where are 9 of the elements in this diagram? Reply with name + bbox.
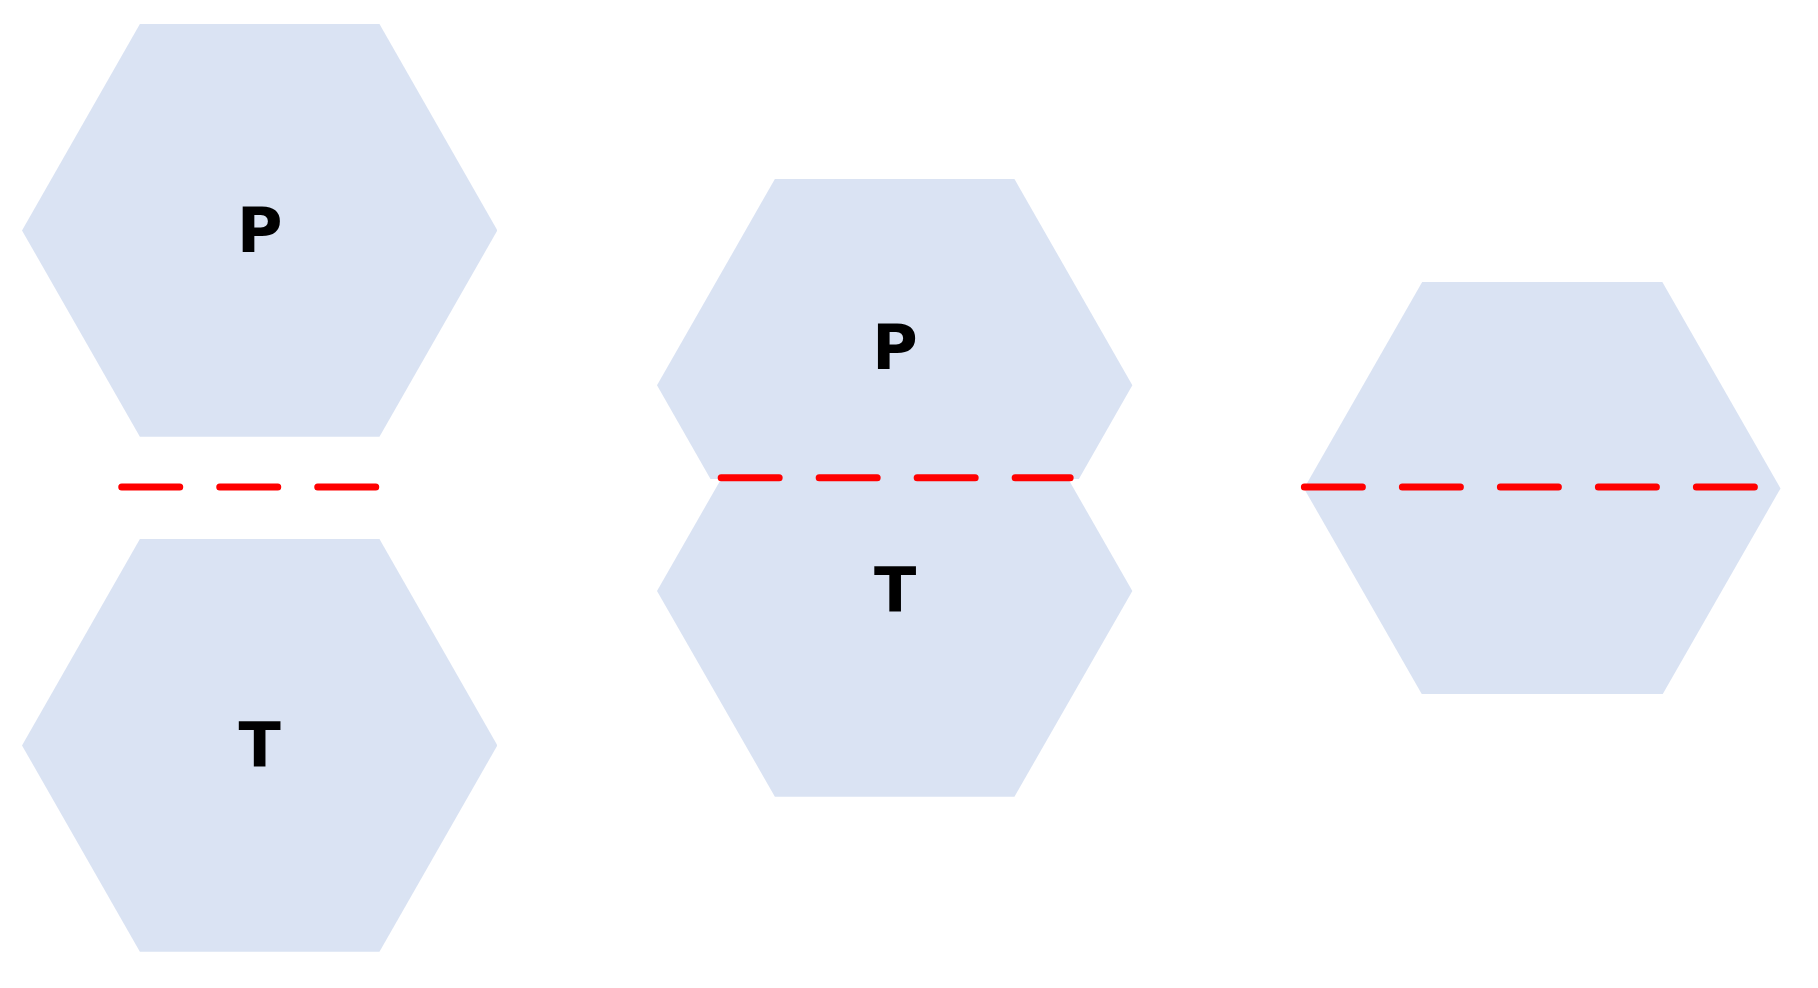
hexagon <box>657 478 1133 797</box>
hexagon <box>1304 281 1781 695</box>
letter-label: T <box>873 560 917 623</box>
letter-label: P <box>872 316 918 379</box>
hexagon <box>22 24 498 438</box>
letter-label: T <box>238 714 281 777</box>
hexagon <box>22 539 498 952</box>
letter-label: P <box>236 199 283 262</box>
hexagon <box>657 178 1133 479</box>
